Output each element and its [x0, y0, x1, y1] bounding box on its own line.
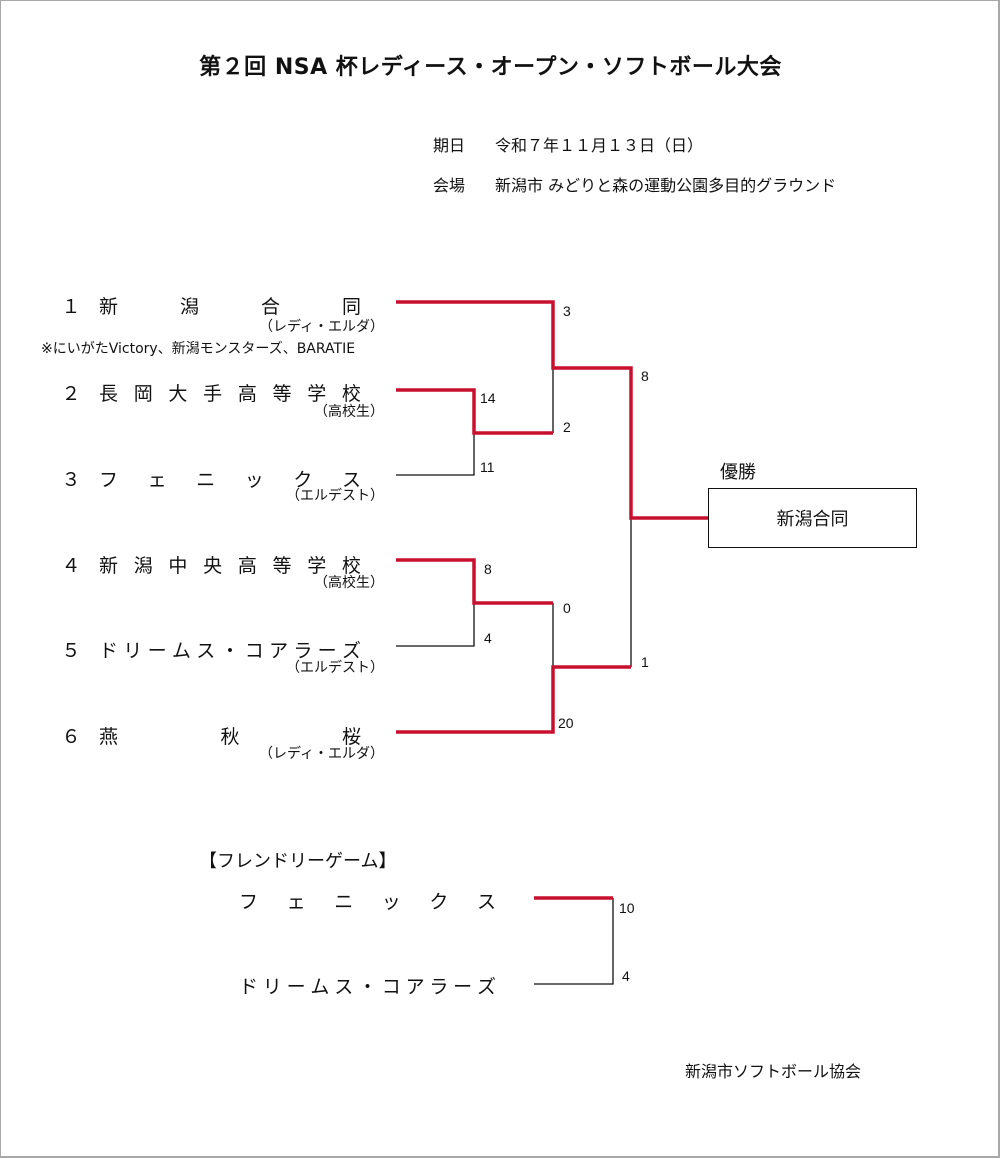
line-team1-winner-path [396, 300, 708, 520]
score-sf2-team4: 0 [563, 600, 571, 616]
venue-row: 会場 新潟市 みどりと森の運動公園多目的グラウンド [433, 172, 836, 196]
champion-team: 新潟合同 [776, 509, 849, 530]
score-r1-team2: 14 [480, 390, 496, 406]
team-category: （高校生） [314, 575, 384, 591]
line-team2-winner-path [396, 388, 553, 435]
team-name: 長岡大手高等学校 [99, 383, 361, 405]
score-r1-team4: 8 [484, 561, 492, 577]
line-team5 [396, 603, 475, 647]
team-category: （レディ・エルダ） [258, 319, 384, 335]
score-r1-team5: 4 [484, 630, 492, 646]
score-r1-team3: 11 [480, 459, 495, 475]
score-sf1-team2: 2 [563, 419, 571, 435]
friendly-team-name: ドリームス・コアラーズ [239, 976, 496, 998]
score-sf1-team1: 3 [563, 303, 571, 319]
friendly-score-bottom: 4 [622, 968, 630, 984]
score-final-top: 8 [641, 368, 649, 384]
line-team4-winner-path [396, 558, 553, 605]
team-seed: ４ [61, 555, 81, 577]
team-seed: ２ [61, 383, 81, 405]
team-name: 新潟中央高等学校 [99, 555, 361, 577]
date-value: 令和７年１１月１３日（日） [495, 136, 704, 155]
team-category: （レディ・エルダ） [258, 746, 384, 762]
team-name: フェニックス [99, 469, 361, 491]
organizer-footer: 新潟市ソフトボール協会 [685, 1062, 862, 1081]
team-seed: ５ [61, 640, 81, 662]
venue-value: 新潟市 みどりと森の運動公園多目的グラウンド [495, 176, 837, 195]
score-sf2-team6: 20 [558, 715, 574, 731]
line-team3 [396, 433, 475, 476]
friendly-team-name: フェニックス [239, 891, 496, 913]
team-name: 燕秋桜 [99, 726, 361, 748]
venue-label: 会場 [433, 176, 466, 195]
friendly-score-top: 10 [619, 900, 635, 916]
champion-box: 新潟合同 [708, 488, 917, 548]
date-row: 期日 令和７年１１月１３日（日） [433, 132, 703, 156]
champion-label: 優勝 [720, 462, 756, 483]
team-name: 新潟合同 [99, 296, 361, 318]
date-label: 期日 [433, 136, 466, 155]
line-team6-winner-path [396, 665, 631, 734]
page-title: 第２回 NSA 杯レディース・オープン・ソフトボール大会 [199, 55, 782, 80]
team-note: ※にいがたVictory、新潟モンスターズ、BARATIE [41, 341, 356, 357]
team-seed: １ [61, 296, 81, 318]
score-final-bottom: 1 [641, 654, 649, 670]
team-category: （高校生） [314, 404, 384, 420]
friendly-game-title: 【フレンドリーゲーム】 [199, 851, 397, 872]
line-friendly-loser [534, 898, 614, 985]
team-category: （エルデスト） [286, 488, 384, 504]
team-seed: ３ [61, 469, 81, 491]
team-category: （エルデスト） [286, 660, 384, 676]
team-name: ドリームス・コアラーズ [99, 640, 361, 662]
team-seed: ６ [61, 726, 81, 748]
